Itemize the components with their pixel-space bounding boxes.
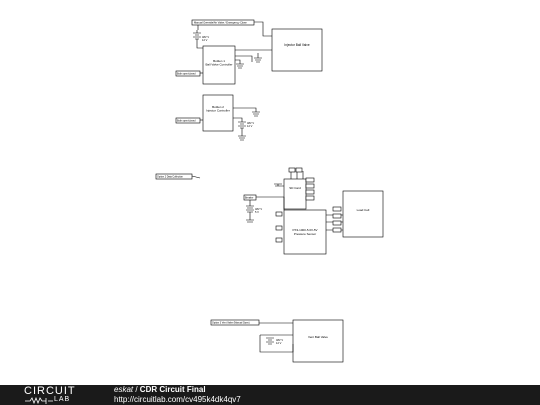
circuitlab-logo[interactable]: CIRCUIT LAB xyxy=(24,386,94,404)
source-vent-label-2: 12 V xyxy=(276,341,282,345)
option-2-label: Option 2 Data Collection xyxy=(157,176,184,179)
bottle-2-label: Bottlen 2 xyxy=(212,105,224,109)
source-mid-label-2: 12 V xyxy=(247,124,253,128)
circuit-name: CDR Circuit Final xyxy=(139,385,206,394)
circuit-url[interactable]: http://circuitlab.com/cv495k4dk4qv7 xyxy=(114,395,241,404)
pressure-sensor-model: PX3-1000-5.0V-5V xyxy=(292,228,317,232)
option-2-label-box xyxy=(155,173,193,180)
injector-ball-valve-block xyxy=(271,28,323,72)
both-open-label-text-2: Both open/closed xyxy=(177,120,196,123)
injector-controller-block xyxy=(202,94,234,132)
option-3-label-box xyxy=(210,319,260,326)
source-top-label-2: 12 V xyxy=(202,38,208,42)
source-mid-label: 48V V xyxy=(247,121,254,125)
both-open-label-2 xyxy=(175,117,201,124)
both-open-label-1 xyxy=(175,70,201,77)
ball-valve-controller-block xyxy=(202,45,236,85)
load-cell-label: Load Cell xyxy=(357,208,370,212)
logo-text-top: CIRCUIT xyxy=(24,385,76,397)
source-sd-label-2: 5 V xyxy=(255,210,259,214)
load-cell-block xyxy=(342,190,384,238)
logo-text-bottom: LAB xyxy=(54,396,71,403)
footer-bar: CIRCUIT LAB eskat / CDR Circuit Final ht… xyxy=(0,385,540,405)
manual-override-label: Manual Override/Air Valve / Emergency Cl… xyxy=(194,21,247,25)
injector-controller-label: Injector Controller xyxy=(206,109,230,113)
title-separator: / xyxy=(133,385,140,394)
injector-ball-valve-label: Injector Ball Valve xyxy=(284,43,310,47)
logo-waveform-icon xyxy=(25,397,53,404)
pressure-sensor-label: Pressure Sensor xyxy=(294,232,316,236)
ball-valve-controller-label: Ball Valve Controller xyxy=(206,63,233,67)
manual-override-label-box xyxy=(191,19,255,26)
source-sd-label: 48V V xyxy=(255,207,262,211)
sd-card-label: SD Card xyxy=(289,186,301,190)
author-link[interactable]: eskat xyxy=(114,385,134,394)
source-vent-label: 48V V xyxy=(276,338,283,342)
circuit-title: eskat / CDR Circuit Final xyxy=(114,385,206,394)
schematic-svg: Manual Override/Air Valve / Emergency Cl… xyxy=(155,19,384,363)
source-top-label: 48V V xyxy=(202,35,209,39)
bottle-1-label: Bottlen 1 xyxy=(213,59,225,63)
vent-ball-valve-label: Vent Ball Valve xyxy=(308,335,328,339)
pressure-sensor-block xyxy=(283,209,327,255)
both-open-label-text-1: Both open/closed xyxy=(177,73,196,76)
sd-card-block xyxy=(283,178,307,210)
breaker-label: Breaker xyxy=(245,197,254,200)
option-3-label: Option 3 Vent Valve (Manual Open) xyxy=(212,322,250,325)
vent-ball-valve-block xyxy=(292,319,344,363)
schematic-canvas: Manual Override/Air Valve / Emergency Cl… xyxy=(155,19,384,363)
